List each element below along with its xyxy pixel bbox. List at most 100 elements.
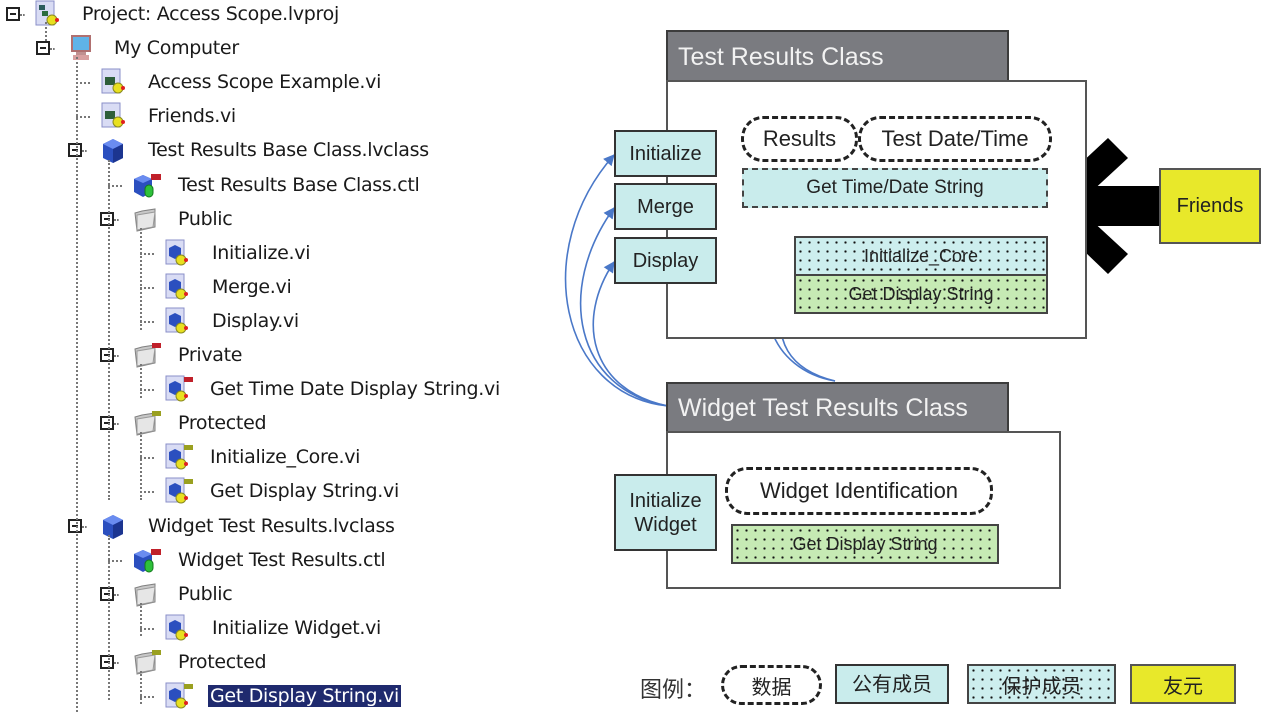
legend-data: 数据 [721, 665, 822, 705]
tree-item[interactable]: Get Time Date Display String.vi [208, 374, 502, 404]
tree-connector [45, 22, 47, 41]
tree-item-label: Merge.vi [212, 275, 292, 298]
tree-connector [82, 525, 87, 528]
class-vi-protected-icon [164, 682, 193, 710]
method-merge: Merge [614, 183, 717, 230]
legend-label: 保护成员 [1001, 673, 1082, 698]
tree-item[interactable]: Protected [176, 408, 268, 438]
tree-item[interactable]: Get Display String.vi [208, 476, 401, 506]
tree-item-label: Test Results Base Class.lvclass [148, 139, 429, 162]
friends-label: Friends [1176, 194, 1244, 217]
tree-item[interactable]: My Computer [112, 33, 241, 63]
tree-connector [108, 535, 110, 700]
class-vi-private-icon [164, 375, 193, 403]
tree-item[interactable]: Display.vi [210, 306, 301, 336]
tree-item-label: Initialize.vi [212, 241, 311, 264]
base-class-title: Test Results Class [678, 42, 884, 71]
vi-icon [100, 68, 126, 96]
expand-collapse-toggle[interactable] [36, 41, 50, 56]
folder-icon [132, 205, 158, 233]
method-label: Get Display String [848, 283, 994, 304]
data-label: Widget Identification [759, 478, 959, 503]
class-vi-icon [164, 614, 190, 642]
method-initialize: Initialize [614, 130, 717, 177]
widget-class-header: Widget Test Results Class [666, 382, 1009, 433]
expand-collapse-toggle[interactable] [68, 143, 82, 158]
tree-item-label: Get Time Date Display String.vi [210, 378, 500, 401]
tree-item[interactable]: Public [176, 579, 234, 609]
legend-protected: 保护成员 [967, 664, 1116, 704]
tree-connector [140, 320, 154, 323]
tree-connector [140, 228, 142, 330]
method-label: Initialize [629, 142, 702, 165]
legend-title: 图例： [640, 678, 707, 703]
class-vi-icon [164, 273, 190, 301]
legend-label: 数据 [751, 674, 792, 699]
tree-connector [76, 57, 78, 712]
expand-collapse-toggle[interactable] [100, 211, 114, 226]
expand-collapse-toggle[interactable] [100, 654, 114, 669]
folder-private-icon [132, 341, 161, 369]
widget-class-title: Widget Test Results Class [678, 394, 968, 422]
expand-collapse-toggle[interactable] [100, 348, 114, 362]
method-initialize-widget: Initialize Widget [614, 474, 717, 551]
tree-connector [114, 218, 119, 221]
arrow-to-display [592, 261, 669, 407]
computer-icon [68, 34, 94, 62]
class-vi-protected-icon [164, 443, 193, 471]
legend-public: 公有成员 [835, 664, 949, 704]
legend-label: 公有成员 [852, 672, 932, 696]
tree-item[interactable]: Initialize Widget.vi [210, 613, 383, 643]
tree-connector [140, 696, 154, 698]
tree-item[interactable]: Project: Access Scope.lvproj [80, 0, 341, 29]
legend-label: 友元 [1163, 673, 1203, 698]
tree-connector [108, 184, 122, 187]
tree-item[interactable]: Initialize.vi [210, 238, 312, 268]
method-label: Get Display String [792, 533, 938, 554]
tree-item[interactable]: Get Display String.vi [208, 681, 401, 711]
tree-connector [140, 457, 154, 460]
tree-item[interactable]: Widget Test Results.lvclass [146, 511, 397, 541]
tree-item[interactable]: Public [176, 204, 234, 234]
method-label-line: Initialize [629, 489, 702, 512]
data-label: Test Date/Time [881, 126, 1029, 151]
expand-collapse-toggle[interactable] [100, 416, 114, 431]
project-icon [34, 0, 60, 28]
method-label: Merge [637, 195, 694, 218]
tree-item[interactable]: Friends.vi [146, 101, 238, 131]
tree-item[interactable]: Test Results Base Class.ctl [176, 170, 422, 200]
tree-item-label: Get Display String.vi [208, 685, 401, 707]
tree-connector [76, 82, 90, 85]
tree-connector [140, 627, 154, 630]
protected-method-initialize-core: Initialize_Core [794, 236, 1048, 276]
folder-protected-icon [132, 409, 161, 437]
tree-item-label: Widget Test Results.lvclass [148, 514, 395, 537]
tree-item[interactable]: Initialize_Core.vi [208, 442, 362, 472]
expand-collapse-toggle[interactable] [100, 586, 114, 601]
protected-method-get-display-string: Get Display String [794, 274, 1048, 314]
tree-item[interactable]: Access Scope Example.vi [146, 67, 383, 97]
class-vi-icon [164, 239, 190, 267]
class-cube-icon [100, 136, 126, 164]
tree-item[interactable]: Test Results Base Class.lvclass [146, 135, 431, 165]
tree-item-label: Test Results Base Class.ctl [178, 173, 420, 196]
tree-connector [140, 389, 154, 392]
tree-item-label: Initialize_Core.vi [210, 446, 361, 469]
method-label-line: Widget [634, 513, 697, 536]
tree-item[interactable]: Merge.vi [210, 272, 293, 302]
tree-item-label: Widget Test Results.ctl [178, 548, 386, 571]
data-widget-identification: Widget Identification [725, 467, 993, 515]
expand-collapse-toggle[interactable] [6, 7, 20, 21]
tree-item[interactable]: Widget Test Results.ctl [176, 545, 387, 575]
method-label: Get Time/Date String [806, 177, 984, 198]
tree-item-label: Protected [178, 650, 267, 673]
expand-collapse-toggle[interactable] [68, 518, 82, 533]
tree-item-label: My Computer [114, 37, 239, 60]
tree-connector [140, 432, 142, 500]
tree-connector [82, 150, 87, 153]
tree-item[interactable]: Protected [176, 647, 268, 677]
tree-item[interactable]: Private [176, 340, 244, 370]
data-label: Results [762, 126, 837, 151]
tree-connector [140, 603, 142, 636]
